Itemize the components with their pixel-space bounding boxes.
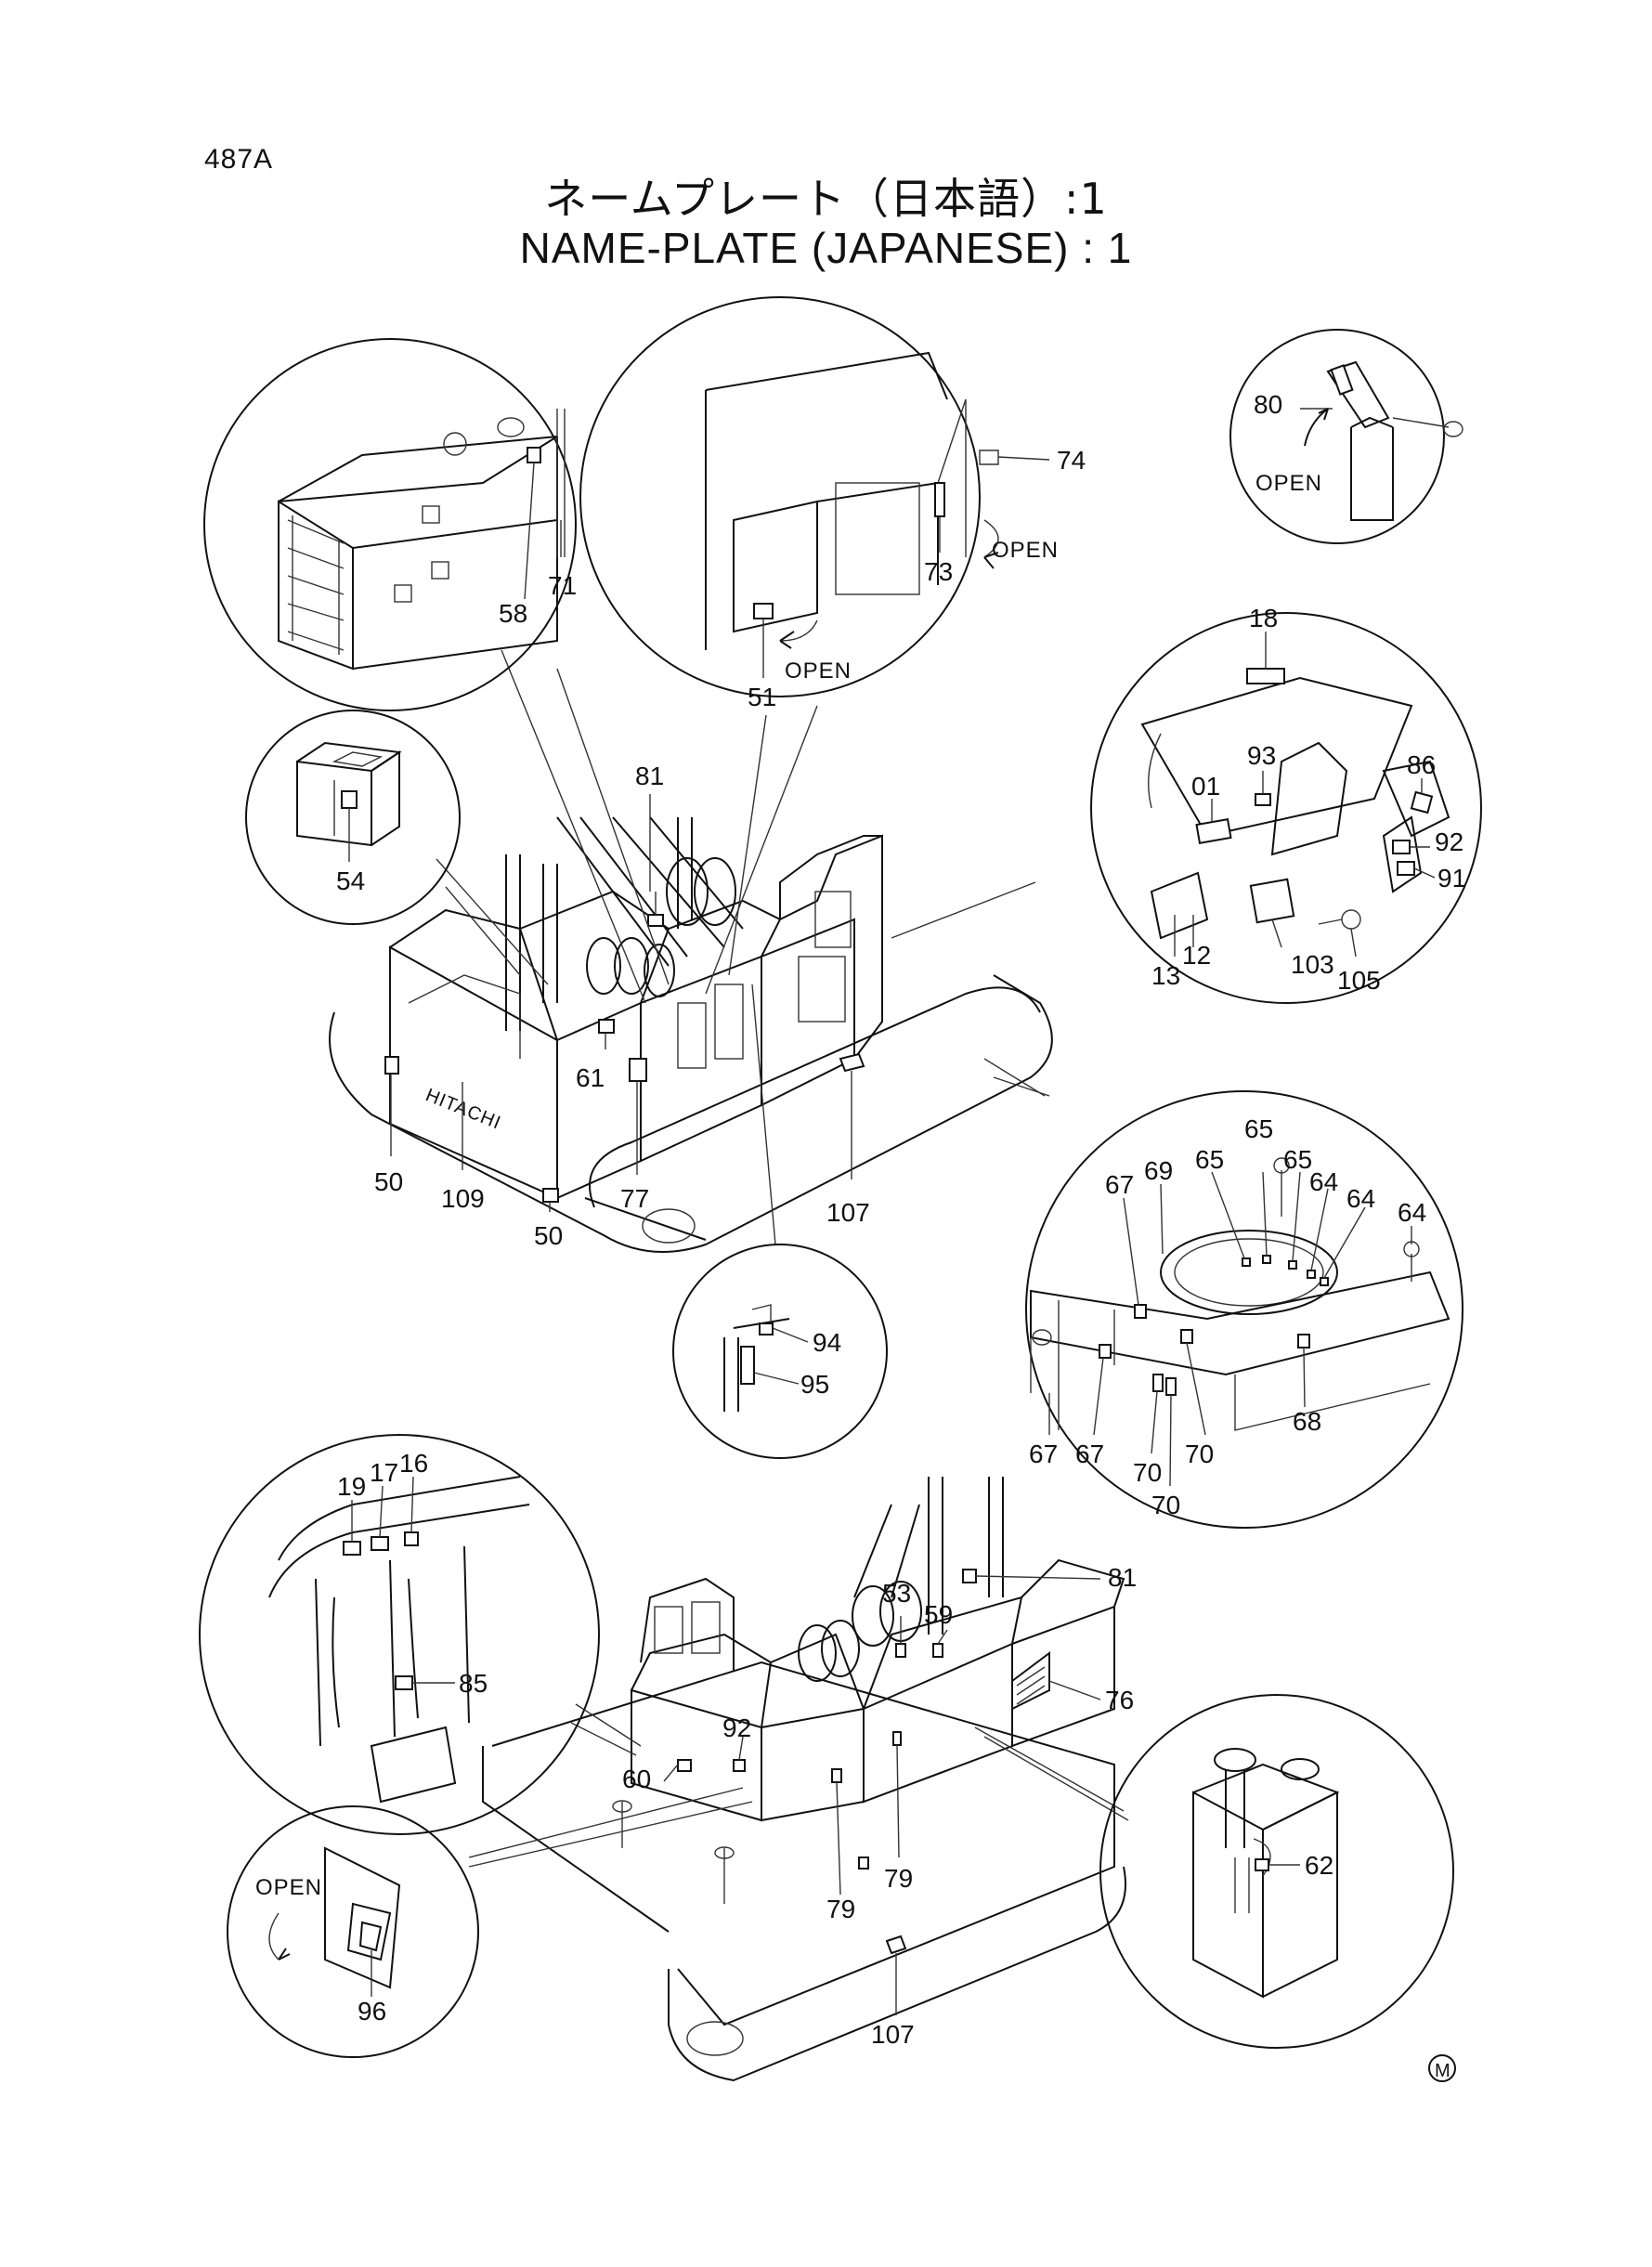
callout-58: 58 bbox=[499, 599, 527, 628]
callout-81-bottom: 81 bbox=[1108, 1563, 1137, 1592]
callout-73: 73 bbox=[924, 557, 953, 586]
detail-circle-cover-51-73-74: 74 73 OPEN OPEN 51 bbox=[579, 296, 1086, 711]
callout-19: 19 bbox=[337, 1472, 366, 1501]
callout-109: 109 bbox=[441, 1184, 485, 1213]
callout-01: 01 bbox=[1191, 772, 1220, 801]
callout-107-bottom: 107 bbox=[871, 2020, 915, 2049]
open-label-80: OPEN bbox=[1255, 471, 1322, 496]
callout-105: 105 bbox=[1337, 966, 1381, 995]
callout-60: 60 bbox=[622, 1765, 651, 1793]
callout-64-left: 64 bbox=[1309, 1167, 1338, 1196]
callout-16: 16 bbox=[399, 1449, 428, 1478]
callout-70-left: 70 bbox=[1133, 1458, 1162, 1487]
callout-67-left: 67 bbox=[1029, 1440, 1058, 1468]
open-label-74: OPEN bbox=[992, 538, 1059, 563]
detail-circle-tank-62: 62 bbox=[1099, 1694, 1454, 2049]
lower-machine-view: 81 53 59 76 60 92 79 79 107 bbox=[482, 1477, 1137, 2082]
callout-69: 69 bbox=[1144, 1156, 1173, 1185]
detail-circle-turntable: 67 69 65 65 65 64 64 64 67 67 70 70 70 6… bbox=[1025, 1090, 1463, 1529]
callout-77: 77 bbox=[620, 1184, 649, 1213]
callout-65-left: 65 bbox=[1195, 1145, 1224, 1174]
detail-circle-cab-interior: 18 01 93 86 92 91 12 13 103 105 bbox=[1090, 604, 1482, 1004]
title-english: NAME-PLATE (JAPANESE) : 1 bbox=[519, 224, 1133, 272]
detail-leaders-upper bbox=[436, 649, 1050, 1245]
open-label-51: OPEN bbox=[785, 658, 852, 684]
detail-circle-door-96: OPEN 96 bbox=[227, 1805, 479, 2058]
callout-61: 61 bbox=[576, 1063, 605, 1092]
detail-leaders-lower bbox=[468, 1703, 1129, 1868]
callout-65-right: 65 bbox=[1283, 1145, 1312, 1174]
callout-95: 95 bbox=[800, 1370, 829, 1399]
detail-circle-94-95: 94 95 bbox=[672, 1244, 888, 1459]
footer-mark: M bbox=[1428, 2054, 1456, 2082]
callout-79-right: 79 bbox=[884, 1864, 913, 1893]
callout-81-top: 81 bbox=[635, 762, 664, 790]
callout-67-top: 67 bbox=[1105, 1170, 1134, 1199]
callout-107-top: 107 bbox=[826, 1198, 870, 1227]
page-code: 487A bbox=[204, 144, 274, 175]
callout-65-mid: 65 bbox=[1244, 1114, 1273, 1143]
callout-64-right: 64 bbox=[1398, 1198, 1426, 1227]
callout-103: 103 bbox=[1291, 950, 1334, 979]
detail-circle-cab-windows: 19 17 16 85 bbox=[199, 1434, 600, 1835]
callout-70-right: 70 bbox=[1185, 1440, 1214, 1468]
upper-machine-view: HITACHI 50 109 50 61 77 81 107 bbox=[329, 762, 1053, 1253]
callout-13: 13 bbox=[1151, 961, 1180, 990]
callout-17: 17 bbox=[370, 1458, 398, 1487]
callout-79-left: 79 bbox=[826, 1895, 855, 1923]
callout-68: 68 bbox=[1293, 1407, 1321, 1436]
callout-91: 91 bbox=[1437, 864, 1466, 892]
callout-93: 93 bbox=[1247, 741, 1276, 770]
callout-50-front: 50 bbox=[534, 1221, 563, 1250]
footer-mark-letter: M bbox=[1435, 2061, 1450, 2081]
callout-12: 12 bbox=[1182, 941, 1211, 970]
detail-circle-box-58-71: 58 71 bbox=[203, 338, 577, 711]
callout-64-mid: 64 bbox=[1346, 1184, 1375, 1213]
detail-circle-80: 80 OPEN bbox=[1229, 329, 1463, 544]
callout-80: 80 bbox=[1254, 390, 1282, 419]
hitachi-logo-text: HITACHI bbox=[423, 1085, 504, 1133]
callout-18: 18 bbox=[1249, 604, 1278, 632]
callout-96: 96 bbox=[358, 1997, 386, 2026]
callout-62: 62 bbox=[1305, 1851, 1333, 1880]
callout-67-bottom: 67 bbox=[1075, 1440, 1104, 1468]
callout-92-lower: 92 bbox=[722, 1713, 751, 1742]
callout-54: 54 bbox=[336, 866, 365, 895]
detail-circle-54: 54 bbox=[245, 710, 461, 925]
callout-51: 51 bbox=[748, 683, 776, 711]
callout-92-cab: 92 bbox=[1435, 827, 1463, 856]
callout-53: 53 bbox=[882, 1579, 911, 1608]
callout-94: 94 bbox=[813, 1328, 841, 1357]
title-japanese: ネームプレート（日本語）:1 bbox=[544, 174, 1108, 224]
callout-85: 85 bbox=[459, 1669, 488, 1698]
callout-59: 59 bbox=[924, 1600, 953, 1629]
callout-71: 71 bbox=[548, 571, 577, 600]
callout-74: 74 bbox=[1057, 446, 1086, 475]
callout-76: 76 bbox=[1105, 1686, 1134, 1714]
callout-86: 86 bbox=[1407, 750, 1436, 779]
open-label-96: OPEN bbox=[255, 1875, 322, 1900]
callout-70-bottom: 70 bbox=[1151, 1491, 1180, 1519]
callout-50-left: 50 bbox=[374, 1167, 403, 1196]
